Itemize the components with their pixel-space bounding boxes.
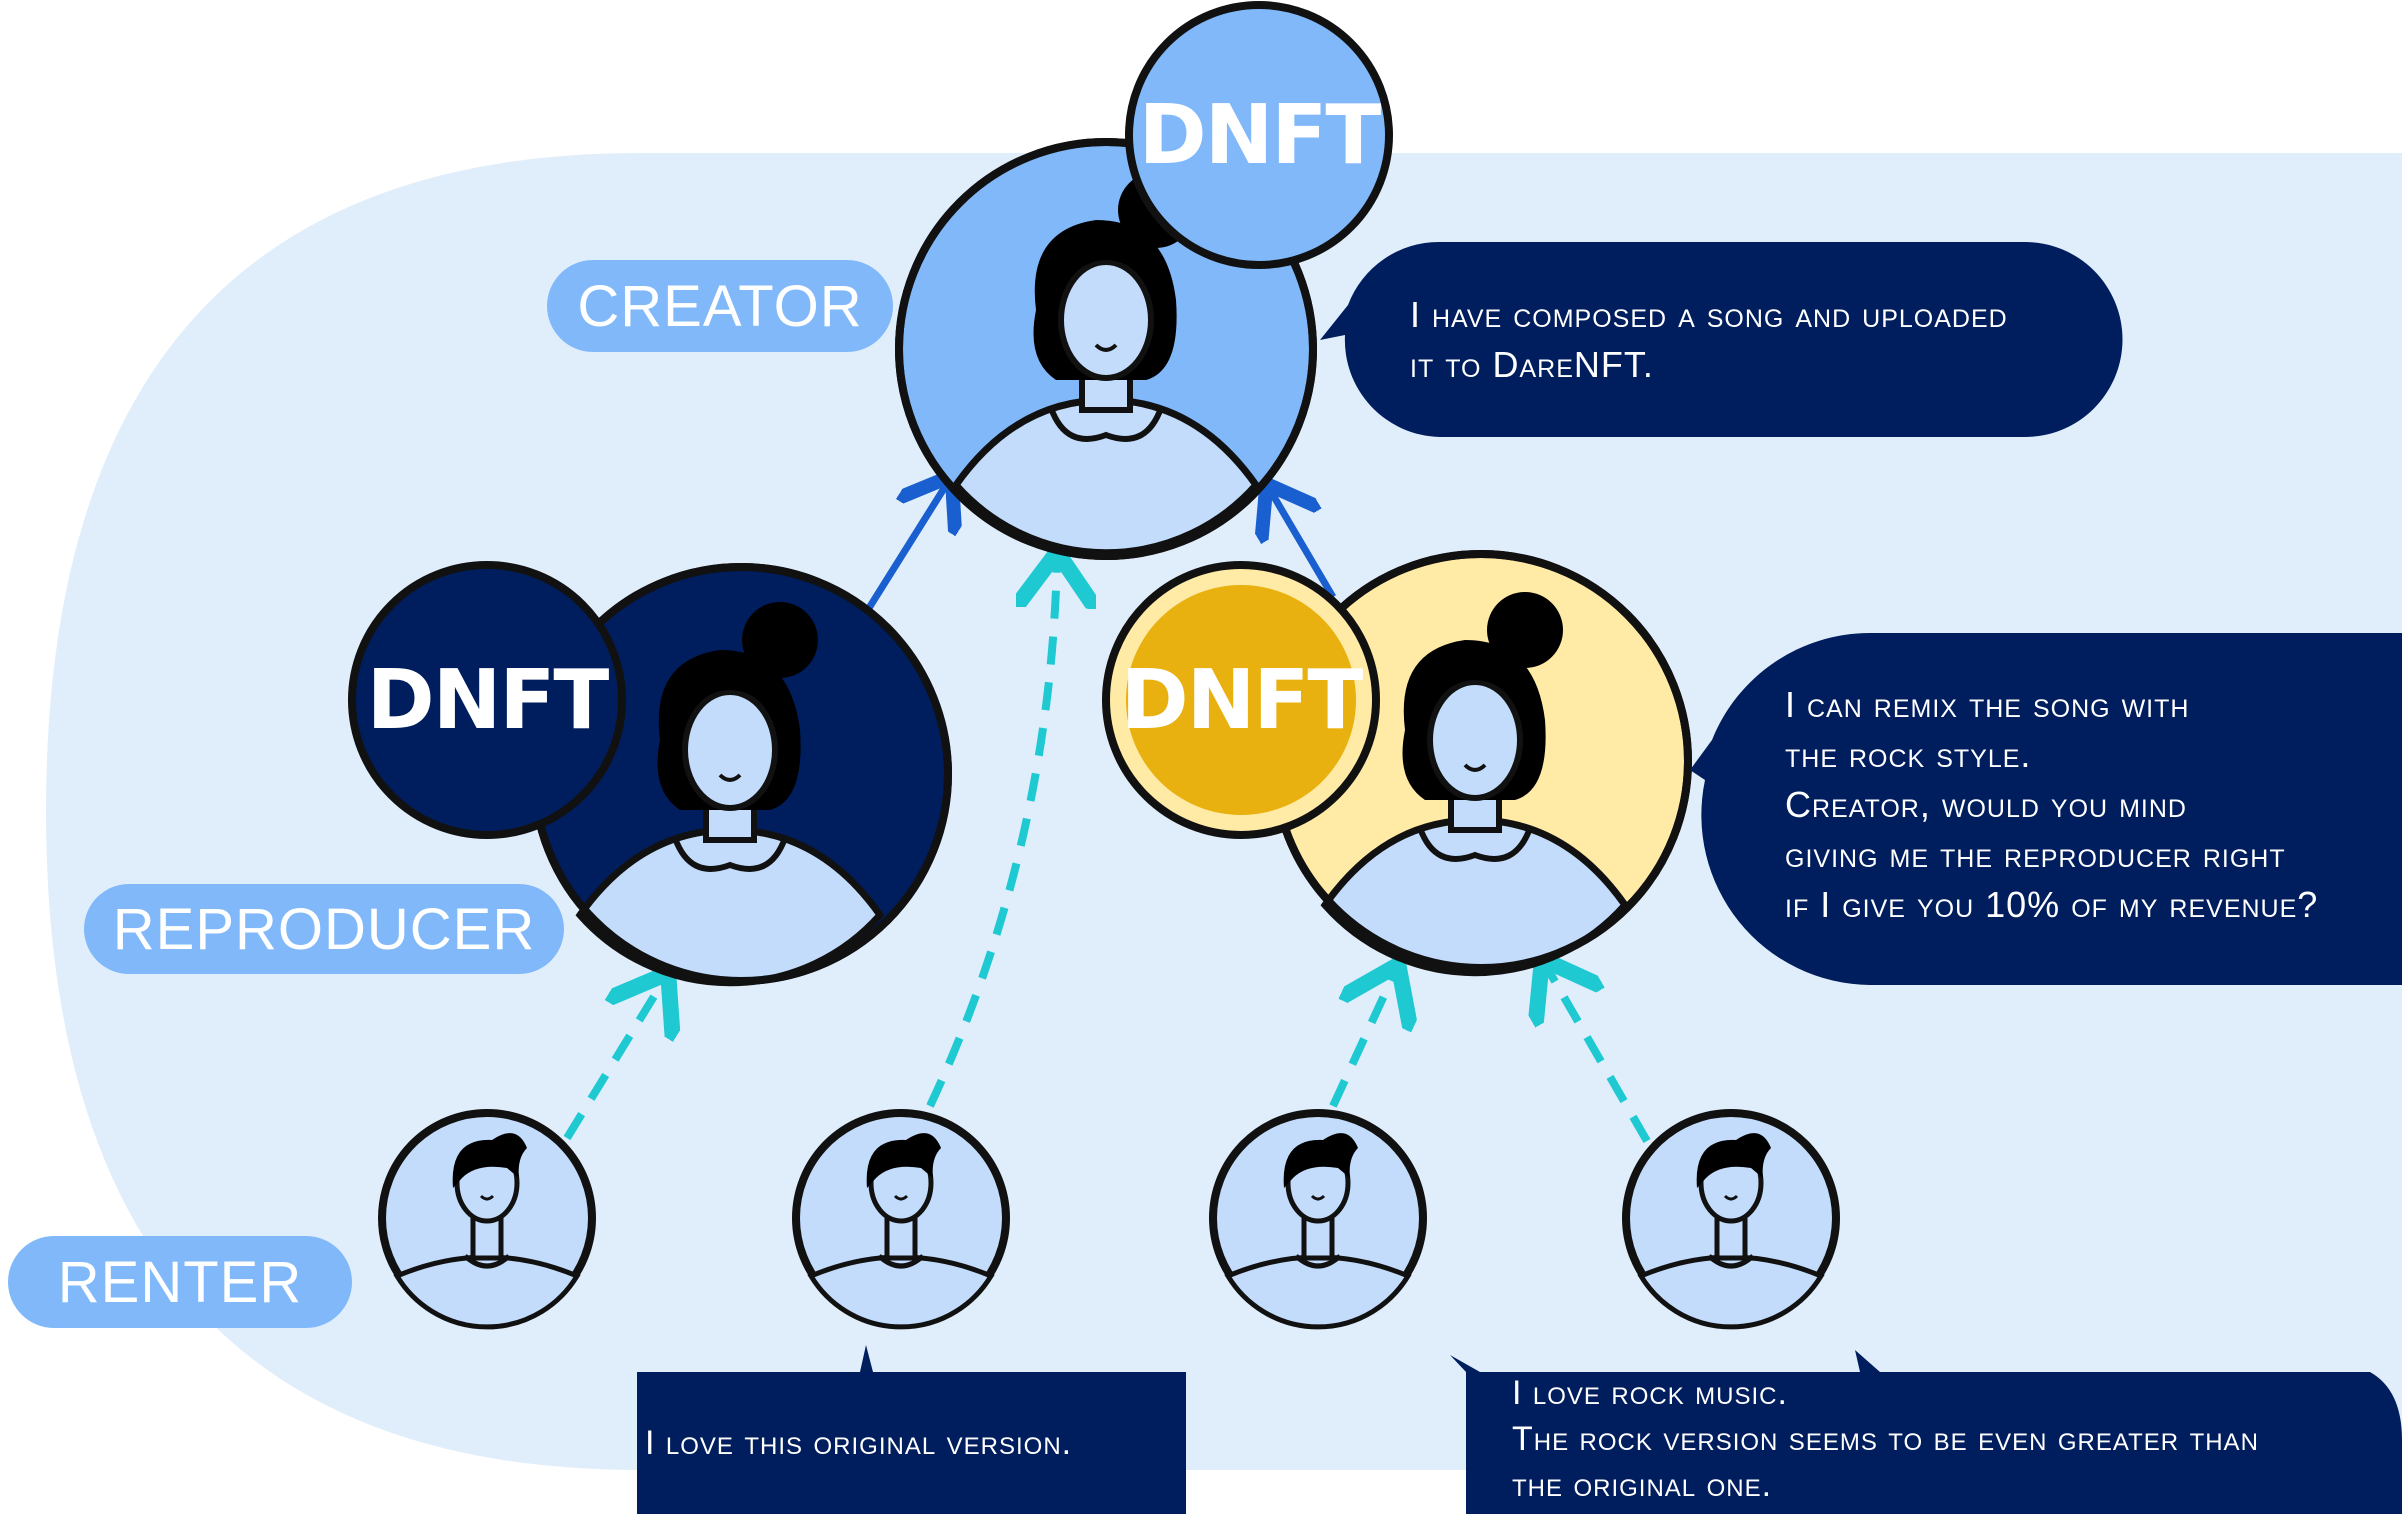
reproducer-dnft-label: DNFT bbox=[366, 652, 610, 748]
speech-line: if I give you 10% of my revenue? bbox=[1785, 884, 2319, 925]
role-label-creator: CREATOR bbox=[547, 260, 893, 352]
creator-bubble-shape bbox=[1320, 241, 2123, 437]
renter-original-speech: I love this original version. bbox=[645, 1418, 1072, 1468]
remixer-dnft-label: DNFT bbox=[1120, 652, 1364, 748]
speech-line: the rock style. bbox=[1785, 734, 2032, 775]
remixer-speech: I can remix the song with the rock style… bbox=[1785, 680, 2318, 930]
speech-line: I love rock music. bbox=[1512, 1374, 1788, 1412]
role-label-reproducer: REPRODUCER bbox=[84, 884, 564, 974]
renter-avatar-1 bbox=[382, 1113, 592, 1327]
renter-avatar-4 bbox=[1626, 1113, 1836, 1327]
speech-line: Creator, would you mind bbox=[1785, 784, 2187, 825]
speech-line: I have composed a song and uploaded bbox=[1410, 294, 2008, 335]
arrow-renter2-to-creator bbox=[926, 560, 1057, 1108]
creator-dnft-badge bbox=[1125, 1, 1393, 269]
renter-avatar-2 bbox=[796, 1113, 1006, 1327]
creator-speech: I have composed a song and uploaded it t… bbox=[1410, 290, 2008, 390]
renter-rock-speech: I love rock music. The rock version seem… bbox=[1512, 1370, 2259, 1508]
speech-line: giving me the reproducer right bbox=[1785, 834, 2286, 875]
speech-line: I can remix the song with bbox=[1785, 684, 2190, 725]
arrow-renter1-to-reproducer bbox=[563, 980, 664, 1141]
arrow-reproducer-to-creator bbox=[866, 482, 948, 610]
reproducer-dnft-badge bbox=[348, 561, 626, 839]
remixer-avatar bbox=[1270, 550, 1692, 973]
speech-line: the original one. bbox=[1512, 1466, 1773, 1504]
arrow-remixer-to-creator bbox=[1270, 490, 1337, 599]
remixer-bubble-shape bbox=[1690, 632, 2402, 985]
speech-line: The rock version seems to be even greate… bbox=[1512, 1420, 2259, 1458]
role-label-renter: RENTER bbox=[8, 1236, 352, 1328]
renter-rock-bubble-shape bbox=[1450, 1350, 2402, 1514]
speech-line: I love this original version. bbox=[645, 1424, 1073, 1462]
creator-dnft-label: DNFT bbox=[1138, 87, 1382, 183]
speech-line: it to DareNFT. bbox=[1410, 344, 1654, 385]
arrow-renter3-to-remixer bbox=[1329, 972, 1395, 1108]
renter-original-bubble-shape bbox=[637, 1345, 1186, 1514]
renter-avatar-3 bbox=[1213, 1113, 1423, 1327]
arrow-renter4-to-remixer bbox=[1546, 966, 1651, 1143]
